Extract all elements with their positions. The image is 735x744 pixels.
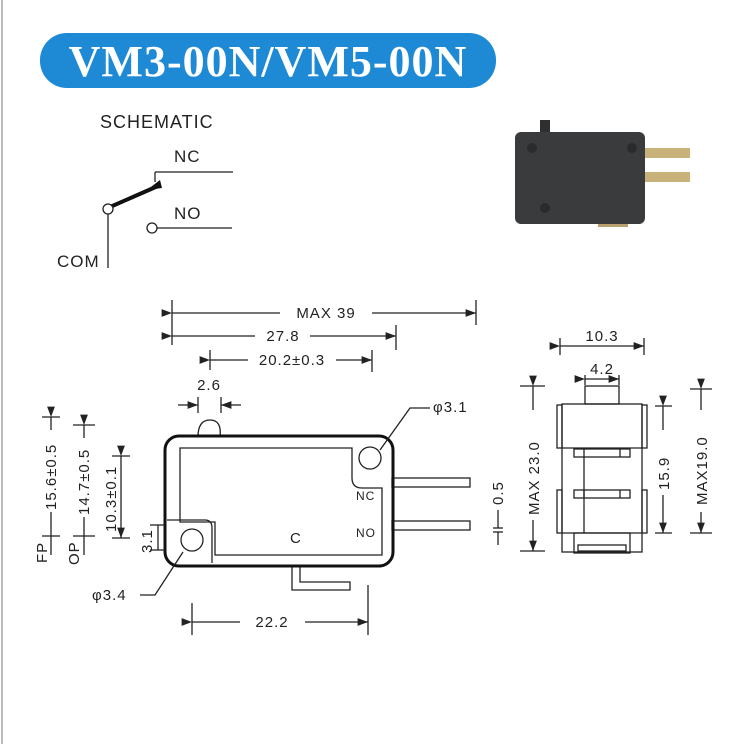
- dim-op-value: 14.7±0.5: [76, 449, 93, 515]
- schematic: SCHEMATIC NC COM NO: [57, 112, 233, 271]
- schematic-nc-label: NC: [174, 147, 201, 166]
- dim-22-2: 22.2: [255, 614, 288, 631]
- dim-fp-value: 15.6±0.5: [43, 444, 60, 510]
- dim-10-3: 10.3±0.1: [103, 466, 120, 532]
- title-badge: VM3-00N/VM5-00N: [40, 33, 496, 88]
- schematic-heading: SCHEMATIC: [100, 112, 214, 132]
- dim-hole-3-1: φ3.1: [433, 399, 468, 416]
- terminal-no-label: NO: [356, 526, 376, 540]
- side-view: 10.3 4.2 MAX 23.0 15.9 MAX19.0: [520, 328, 712, 554]
- schematic-no-label: NO: [174, 204, 202, 223]
- schematic-com-label: COM: [57, 252, 100, 271]
- dim-27-8: 27.8: [266, 328, 299, 345]
- label-op: OP: [66, 541, 83, 565]
- front-view: MAX 39 27.8 20.2±0.3 2.6 NC NO C φ3.1 φ3…: [34, 300, 507, 635]
- dim-plunger-4-2: 4.2: [590, 361, 614, 378]
- dim-20-2: 20.2±0.3: [259, 352, 325, 369]
- terminal-c-label: C: [290, 530, 302, 547]
- dim-hole-3-4: φ3.4: [92, 587, 127, 604]
- dim-max-19: MAX19.0: [694, 436, 711, 505]
- dim-3-1: 3.1: [139, 529, 156, 553]
- label-fp: FP: [34, 542, 51, 563]
- dim-plunger-2-6: 2.6: [197, 377, 221, 394]
- page-title: VM3-00N/VM5-00N: [69, 37, 468, 86]
- dim-max-23: MAX 23.0: [526, 441, 543, 515]
- dim-0-5: 0.5: [490, 481, 507, 505]
- terminal-nc-label: NC: [356, 489, 375, 503]
- dim-15-9: 15.9: [656, 457, 673, 490]
- product-photo: [515, 120, 690, 227]
- dim-width-10-3: 10.3: [585, 328, 618, 345]
- dim-max-39: MAX 39: [296, 305, 355, 322]
